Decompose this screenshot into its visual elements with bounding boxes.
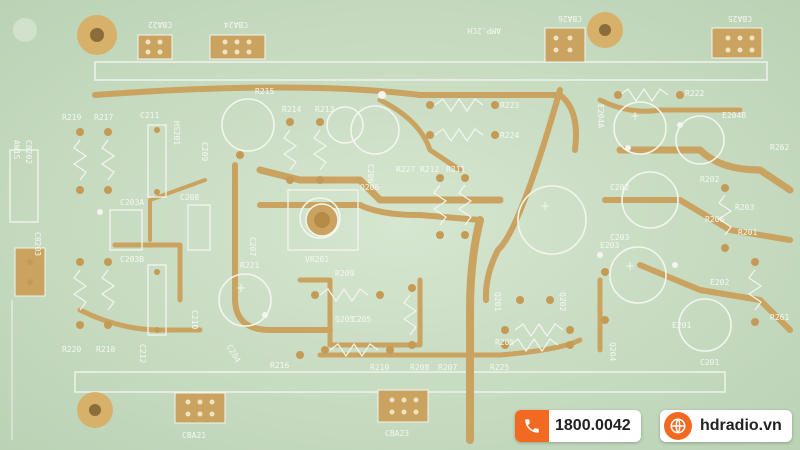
svg-text:R213: R213 [315, 105, 334, 114]
svg-text:C8202: C8202 [24, 140, 33, 164]
svg-text:R206: R206 [705, 215, 724, 224]
svg-text:C202: C202 [610, 183, 629, 192]
svg-text:CBA23: CBA23 [385, 429, 409, 438]
svg-text:C209: C209 [200, 142, 209, 161]
svg-text:E204A: E204A [596, 104, 605, 128]
svg-text:R261: R261 [770, 313, 789, 322]
svg-text:R216: R216 [270, 361, 289, 370]
svg-text:+: + [630, 109, 640, 123]
svg-text:E204B: E204B [722, 111, 746, 120]
svg-text:Q205: Q205 [335, 315, 354, 324]
svg-text:HS201: HS201 [172, 121, 181, 145]
svg-text:R203: R203 [735, 203, 754, 212]
svg-text:C205: C205 [352, 315, 371, 324]
svg-text:C210: C210 [190, 310, 199, 329]
svg-text:R220: R220 [62, 345, 81, 354]
svg-text:CBA21: CBA21 [182, 431, 206, 440]
svg-text:Q206: Q206 [360, 183, 379, 192]
website-badge[interactable]: hdradio.vn [660, 410, 792, 442]
svg-text:R219: R219 [62, 113, 81, 122]
svg-text:R218: R218 [96, 345, 115, 354]
svg-text:R217: R217 [94, 113, 113, 122]
svg-text:R223: R223 [500, 101, 519, 110]
svg-text:C203: C203 [610, 233, 629, 242]
svg-text:C203B: C203B [120, 255, 144, 264]
svg-text:R224: R224 [500, 131, 519, 140]
phone-icon [515, 410, 549, 442]
board-title: AMP.2CH [467, 26, 501, 35]
svg-text:C208: C208 [180, 193, 199, 202]
svg-text:C211: C211 [140, 111, 159, 120]
svg-text:E202: E202 [710, 278, 729, 287]
globe-icon [664, 412, 692, 440]
svg-text:R214: R214 [282, 105, 301, 114]
svg-text:+: + [625, 259, 635, 273]
svg-text:Q204: Q204 [608, 342, 617, 361]
svg-text:CBA24: CBA24 [224, 20, 248, 29]
svg-text:R205: R205 [495, 338, 514, 347]
resistors [72, 87, 763, 358]
svg-text:AW1S: AW1S [12, 140, 21, 159]
svg-text:E201: E201 [672, 321, 691, 330]
svg-text:C207: C207 [248, 237, 257, 256]
svg-text:R221: R221 [240, 261, 259, 270]
svg-text:R210: R210 [370, 363, 389, 372]
svg-text:R209: R209 [335, 269, 354, 278]
svg-text:R202: R202 [700, 175, 719, 184]
website-url: hdradio.vn [700, 417, 782, 434]
svg-text:R212: R212 [420, 165, 439, 174]
svg-text:Q201: Q201 [493, 292, 502, 311]
svg-text:E203: E203 [600, 241, 619, 250]
svg-text:R225: R225 [490, 363, 509, 372]
connectors [14, 27, 763, 424]
silkscreen-labels: AMP.2CH CBA22 CBA24 CBA26 CBA25 CBA21 CB… [12, 14, 789, 440]
svg-text:CBA22: CBA22 [148, 20, 172, 29]
svg-text:C201: C201 [700, 358, 719, 367]
svg-text:R215: R215 [255, 87, 274, 96]
phone-number: 1800.0042 [555, 417, 631, 434]
phone-badge[interactable]: 1800.0042 [515, 410, 641, 442]
svg-text:C203A: C203A [120, 198, 144, 207]
svg-text:R262: R262 [770, 143, 789, 152]
svg-text:R208: R208 [410, 363, 429, 372]
svg-text:C206: C206 [366, 164, 375, 183]
svg-text:R207: R207 [438, 363, 457, 372]
svg-text:R227: R227 [396, 165, 415, 174]
svg-text:R211: R211 [446, 165, 465, 174]
svg-text:C212: C212 [138, 344, 147, 363]
svg-text:+: + [236, 281, 246, 295]
svg-text:+: + [540, 199, 550, 213]
svg-text:VR201: VR201 [305, 255, 329, 264]
svg-text:R201: R201 [738, 228, 757, 237]
capacitors [218, 98, 732, 352]
svg-text:Q202: Q202 [558, 292, 567, 311]
svg-text:C8203: C8203 [33, 232, 42, 256]
mounting-holes [13, 12, 623, 428]
pads [27, 91, 759, 359]
copper-traces [77, 84, 794, 444]
svg-text:R222: R222 [685, 89, 704, 98]
svg-text:CBA25: CBA25 [728, 14, 752, 23]
svg-text:CBA26: CBA26 [558, 14, 582, 23]
